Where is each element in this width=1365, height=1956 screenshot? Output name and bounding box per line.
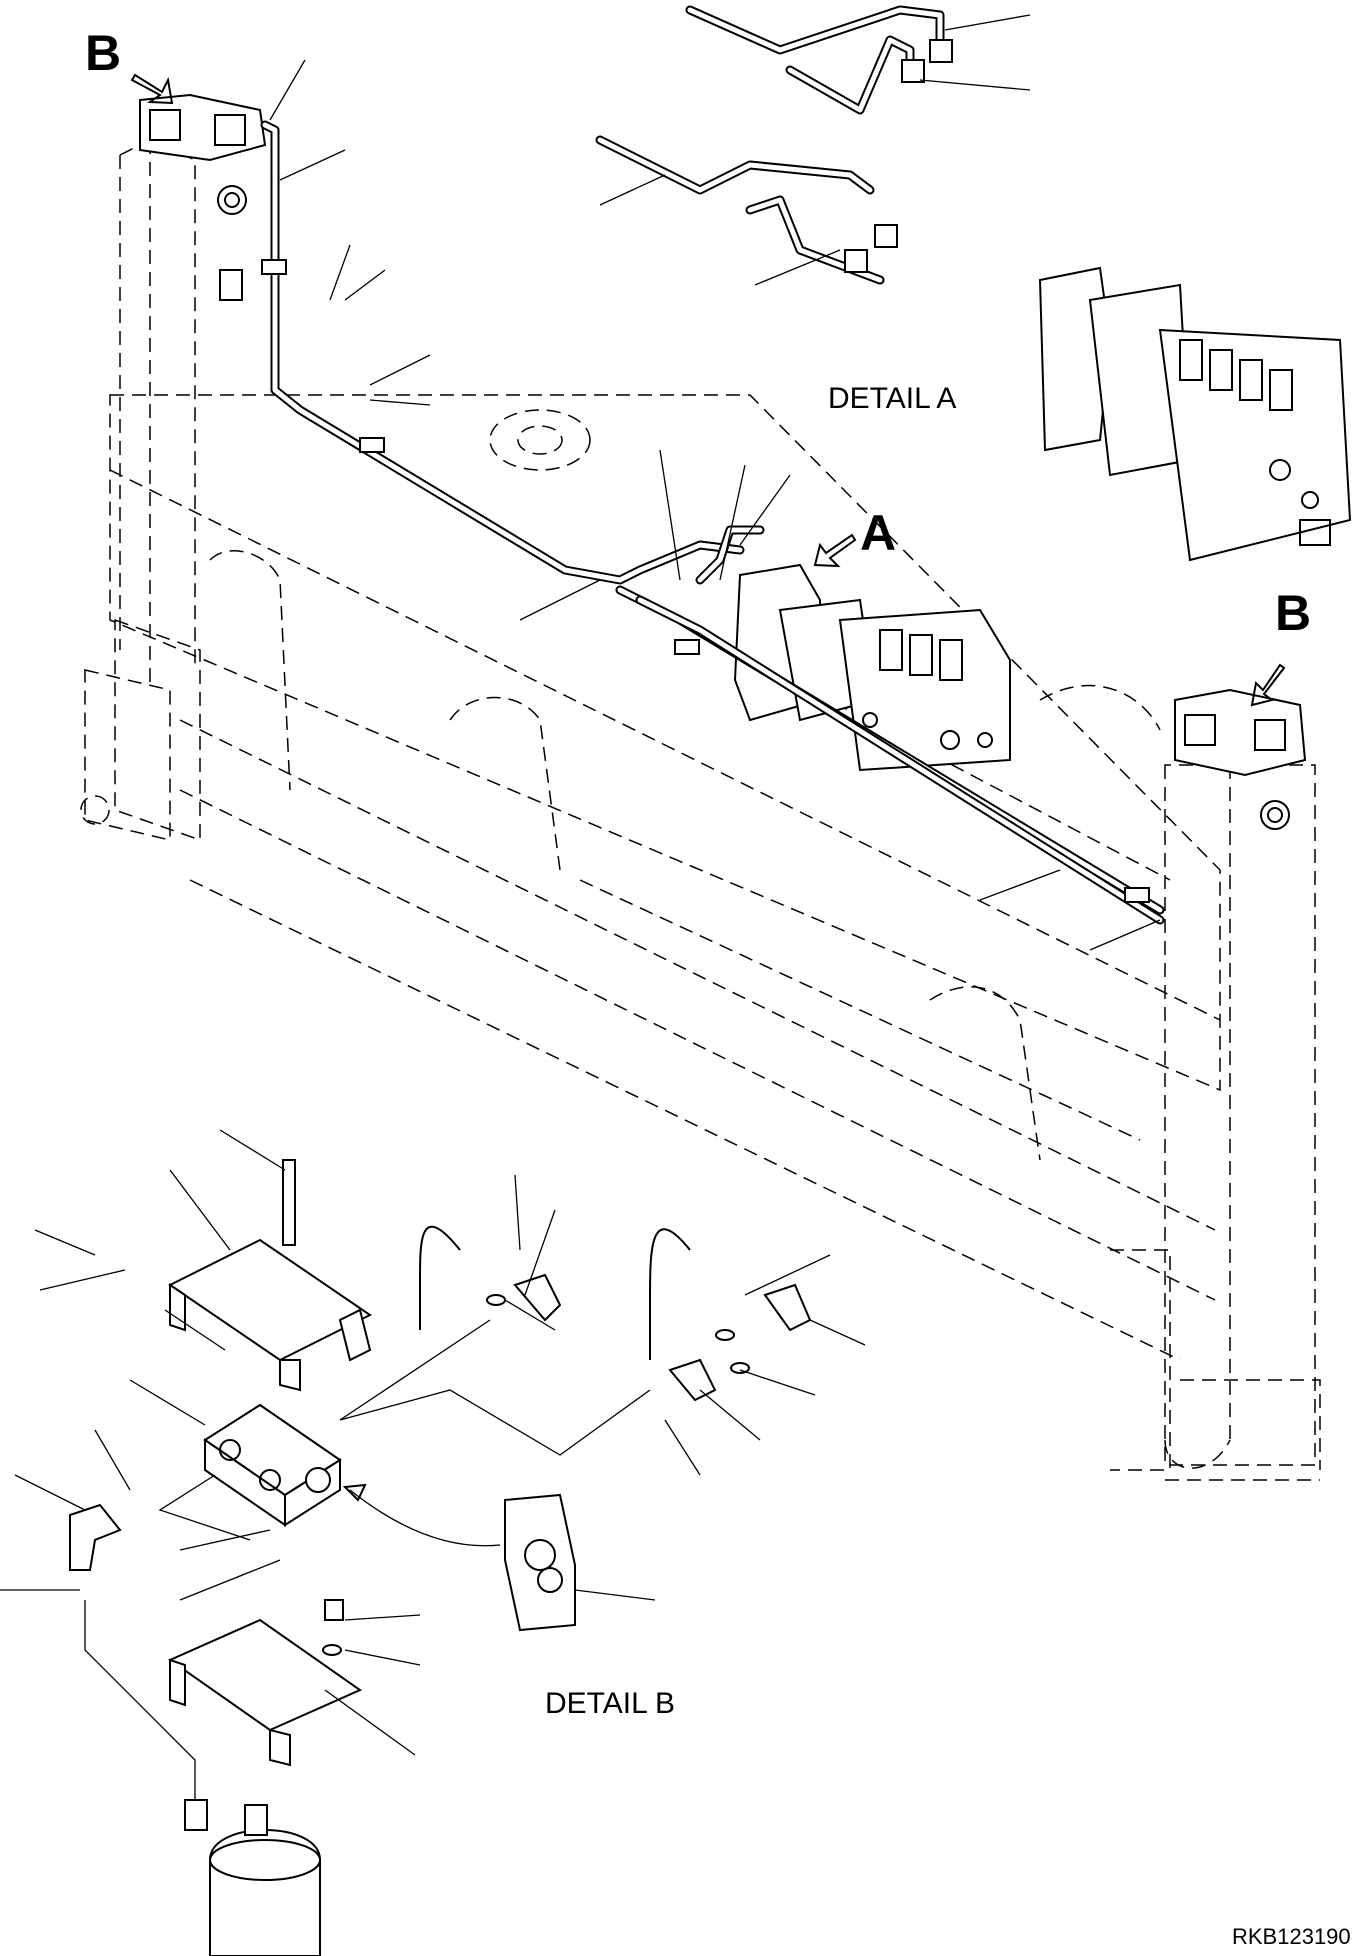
view-label-b-right: B (1275, 585, 1311, 641)
leader-lines (0, 14, 1161, 1756)
view-arrow-b-right (1250, 663, 1286, 707)
view-label-b-top: B (85, 25, 121, 81)
detail-a-caption: DETAIL A (828, 382, 956, 415)
drawing-code: RKB123190 (1232, 1924, 1351, 1949)
detail-b-caption: DETAIL B (545, 1687, 675, 1720)
frame-phantom (80, 139, 1321, 1481)
control-valve-a (733, 563, 1011, 772)
detail-b-parts (69, 1159, 812, 1956)
valve-block-b-right (1174, 688, 1307, 830)
hydraulic-piping (260, 120, 1165, 925)
valve-block-b-top (139, 93, 267, 301)
view-arrow-b-top (130, 73, 174, 105)
control-valve-detail-a (1038, 266, 1352, 562)
view-arrow-a (813, 533, 857, 568)
view-label-a: A (860, 505, 896, 561)
detail-a-tubes (595, 5, 953, 285)
